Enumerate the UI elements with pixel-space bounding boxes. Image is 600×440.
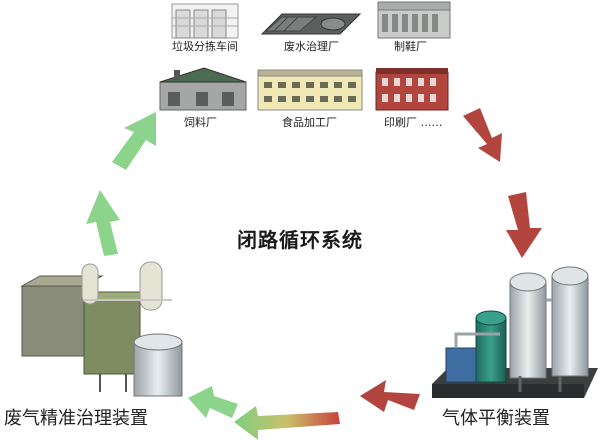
factory-label-wastewater: 废水治理厂	[284, 40, 339, 53]
factory-label-printing: 印刷厂 ……	[384, 116, 443, 129]
shoe-factory-icon	[377, 1, 451, 39]
gas-balance-device-label: 气体平衡装置	[442, 408, 550, 429]
garbage-sorting-workshop-icon	[171, 3, 239, 39]
gas-balance-device-illustration	[432, 266, 598, 398]
factory-label-shoe: 制鞋厂	[394, 40, 427, 53]
waste-gas-device-label: 废气精准治理装置	[4, 408, 148, 429]
flow-arrow-right-2	[506, 192, 542, 258]
factory-label-garbage-sorting: 垃圾分拣车间	[172, 40, 238, 53]
flow-arrow-left-1	[86, 190, 120, 256]
printing-factory-icon	[375, 68, 449, 111]
flow-arrow-bottom-1	[360, 380, 420, 412]
flow-arrow-bottom-3	[188, 386, 238, 418]
wastewater-plant-icon	[260, 13, 362, 35]
food-processing-plant-icon	[257, 69, 363, 111]
flow-arrow-left-2	[112, 112, 156, 170]
flow-arrow-bottom-2	[234, 406, 340, 440]
flow-arrow-right-1	[463, 108, 502, 162]
diagram-title: 闭路循环系统	[237, 228, 363, 252]
factory-label-feed: 饲料厂	[184, 116, 217, 129]
factory-label-food: 食品加工厂	[282, 116, 337, 129]
waste-gas-treatment-device-illustration	[20, 261, 183, 397]
feed-factory-icon	[159, 67, 247, 111]
